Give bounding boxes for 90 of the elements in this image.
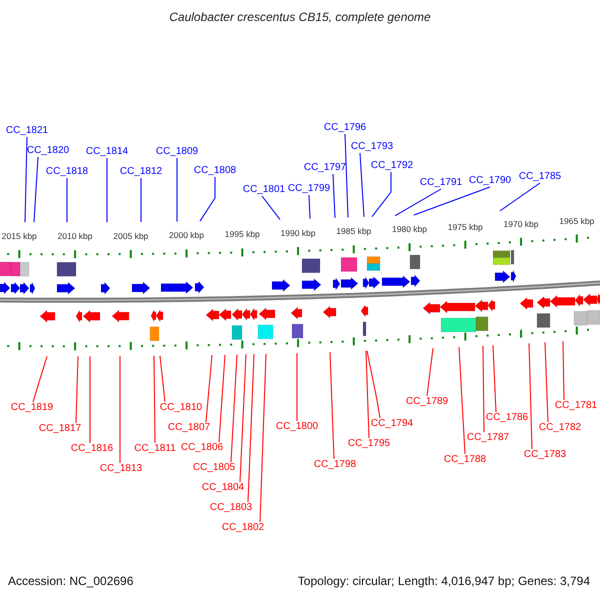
gene-label: CC_1798 (314, 459, 356, 471)
leader-line (296, 352, 298, 422)
leader-line (176, 158, 178, 222)
leader-line (500, 182, 540, 212)
gene-label: CC_1817 (38, 423, 82, 435)
gene-label: CC_1816 (70, 443, 114, 455)
gene-label: CC_1792 (370, 160, 414, 172)
leader-line (230, 354, 238, 462)
gene-label: CC_1814 (86, 146, 128, 158)
leader-line (426, 348, 434, 396)
gene-label: CC_1791 (420, 177, 462, 189)
gene-label: CC_1794 (370, 418, 414, 430)
gene-label: CC_1785 (518, 171, 562, 183)
gene-label: CC_1808 (194, 165, 236, 177)
gene-label: CC_1789 (406, 396, 448, 408)
scale-label: 1980 kbp (392, 224, 427, 234)
leader-line (260, 353, 266, 522)
leader-line (248, 354, 254, 502)
diagram-title: Caulobacter crescentus CB15, complete genome (168, 10, 432, 24)
gene-label: CC_1786 (486, 412, 528, 424)
leader-line (492, 344, 496, 412)
leader-line (344, 134, 348, 218)
gene-label: CC_1803 (210, 502, 252, 514)
gene-label: CC_1787 (466, 432, 510, 444)
gene-label: CC_1797 (304, 162, 346, 174)
scale-label: 2000 kbp (169, 230, 204, 240)
gene-label: CC_1781 (554, 400, 598, 412)
gene-label: CC_1813 (100, 463, 142, 475)
gene-label: CC_1802 (222, 522, 264, 534)
leader-line (76, 356, 78, 424)
gene-label: CC_1801 (242, 184, 286, 196)
gene-label: CC_1819 (10, 402, 54, 414)
gene-label: CC_1790 (468, 175, 512, 187)
scale-label: 1970 kbp (504, 218, 538, 229)
leader-line (458, 346, 466, 454)
gene-label: CC_1820 (26, 145, 70, 157)
gene-label: CC_1788 (444, 454, 486, 466)
leader-line (218, 354, 226, 442)
leader-line (482, 345, 484, 432)
gene-label: CC_1812 (120, 166, 162, 178)
scale-label: 2015 kbp (2, 231, 37, 242)
leader-line (262, 196, 280, 220)
leader-line (32, 356, 48, 402)
gene-label: CC_1811 (134, 443, 176, 455)
scale-label: 1975 kbp (448, 222, 483, 232)
leader-line (240, 354, 246, 482)
gene-label: CC_1799 (288, 183, 330, 195)
gene-label: CC_1795 (348, 438, 390, 450)
leader-line (308, 194, 310, 220)
leader-line (544, 342, 548, 422)
leader-line (372, 172, 392, 218)
leader-line (366, 350, 370, 438)
leader-line (366, 350, 380, 418)
leader-line (154, 355, 156, 444)
gene-label: CC_1805 (192, 462, 236, 474)
leader-line (330, 352, 334, 460)
leader-line (394, 188, 442, 216)
gene-label: CC_1793 (350, 141, 394, 153)
gene-label: CC_1804 (202, 482, 244, 494)
leader-line (106, 158, 108, 223)
leader-line (360, 152, 364, 218)
gene-label: CC_1821 (6, 125, 48, 137)
leader-line (140, 178, 142, 222)
leader-line (200, 176, 216, 222)
gene-label: CC_1800 (276, 421, 318, 433)
scale-label: 1990 kbp (280, 228, 316, 238)
scale-label: 2010 kbp (58, 231, 92, 242)
gene-label: CC_1783 (524, 449, 566, 461)
leader-line (160, 355, 166, 402)
leader-line (24, 136, 28, 223)
leader-line (562, 340, 564, 400)
leader-line (528, 342, 532, 450)
leader-line (414, 186, 490, 216)
genome-summary-text: Topology: circular; Length: 4,016,947 bp; Genes: 3,794 (298, 574, 590, 588)
gene-label: CC_1807 (168, 422, 210, 434)
leader-line (206, 354, 212, 422)
gene-label: CC_1782 (538, 422, 582, 434)
gene-label: CC_1806 (180, 442, 224, 454)
leader-line (332, 174, 336, 218)
scale-label: 2005 kbp (113, 231, 148, 242)
scale-label: 1995 kbp (224, 229, 260, 240)
gene-label: CC_1818 (46, 166, 88, 178)
accession-text: Accession: NC_002696 (8, 574, 134, 588)
scale-label: 1985 kbp (336, 226, 372, 236)
gene-label: CC_1796 (324, 122, 366, 134)
leader-line (66, 178, 68, 223)
gene-label: CC_1809 (156, 146, 198, 158)
gene-label: CC_1810 (160, 402, 202, 414)
scale-label: 1965 kbp (559, 216, 594, 226)
leader-line (34, 156, 38, 223)
